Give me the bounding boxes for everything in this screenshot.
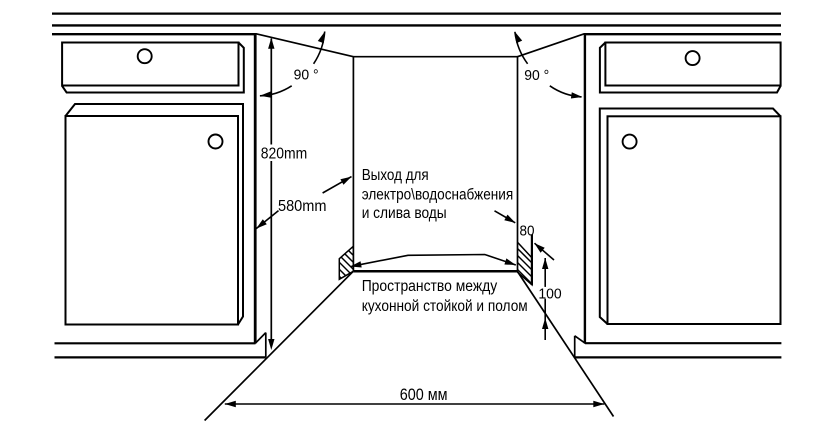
svg-text:580mm: 580mm <box>278 198 327 215</box>
svg-text:электро\водоснабжения: электро\водоснабжения <box>362 187 514 204</box>
svg-text:90 °: 90 ° <box>524 67 549 84</box>
svg-text:90 °: 90 ° <box>294 66 319 83</box>
svg-text:600 мм: 600 мм <box>400 386 448 404</box>
svg-text:кухонной стойкой и полом: кухонной стойкой и полом <box>362 298 528 315</box>
svg-text:80: 80 <box>520 223 535 239</box>
svg-text:Выход для: Выход для <box>362 167 429 184</box>
svg-text:Пространство между: Пространство между <box>362 278 498 295</box>
svg-text:и слива воды: и слива воды <box>362 205 447 222</box>
svg-text:820mm: 820mm <box>261 145 308 162</box>
svg-text:100: 100 <box>538 285 561 302</box>
